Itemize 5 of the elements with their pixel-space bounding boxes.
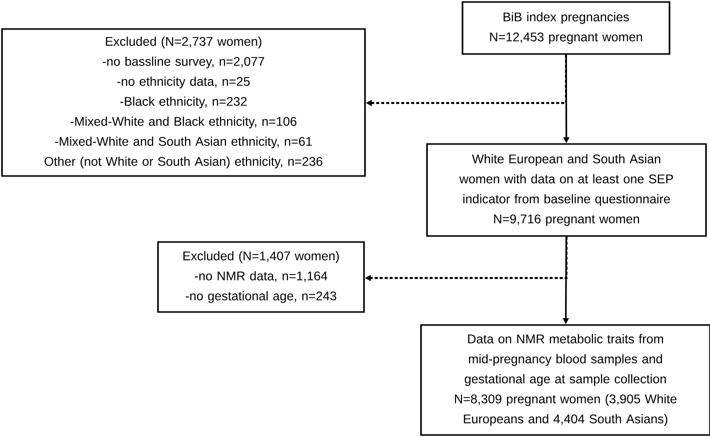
flow-box: BiB index pregnancies N=12,453 pregnant women [462, 1, 670, 55]
flow-box: White European and South Asian women with data on at least one SEP indicator from baseline questionnaire N=9,716 pregnant women [426, 143, 707, 237]
flow-box: Excluded (N=2,737 women) -no bassline survey, n=2,077 -no ethnicity data, n=25 -Black ethnicity, n=232 -Mixed-White and Black ethnicity, n=106 -Mixed-White and South Asian ethnicity, n=61 Other (not White or South Asian) ethnicity, n=236 [1, 28, 366, 177]
flow-box: Data on NMR metabolic traits from mid-pregnancy blood samples and gestational age at sample collection N=8,309 pregnant women (3,905 White Europeans and 4,404 South Asians) [420, 324, 710, 436]
flow-box: Excluded (N=1,407 women) -no NMR data, n=1,164 -no gestational age, n=243 [157, 241, 365, 313]
